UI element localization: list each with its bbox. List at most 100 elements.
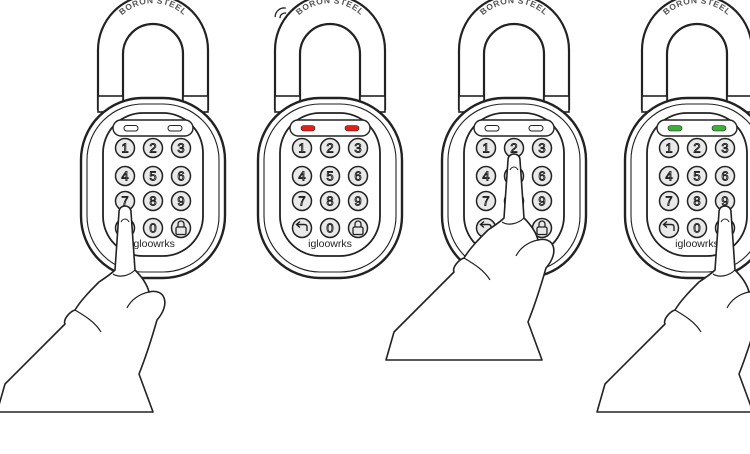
key-0: 0 <box>686 217 708 239</box>
key-digit: 8 <box>693 194 700 209</box>
padlock-icon <box>536 220 548 236</box>
key-1: 1 <box>291 137 313 159</box>
key-digit: 7 <box>482 194 489 209</box>
key-digit: 3 <box>538 141 545 156</box>
key-5: 5 <box>319 165 341 187</box>
key-3: 3 <box>714 137 736 159</box>
key-7: 7 <box>291 190 313 212</box>
padlock-icon <box>175 220 187 236</box>
key-digit: 9 <box>354 194 361 209</box>
back-arrow-icon <box>479 220 492 231</box>
led-left-off <box>484 125 500 132</box>
shackle: BORON STEEL <box>273 0 387 114</box>
key-2: 2 <box>319 137 341 159</box>
key-lock <box>347 217 369 239</box>
key-9: 9 <box>347 190 369 212</box>
key-digit: 2 <box>149 141 156 156</box>
key-2: 2 <box>686 137 708 159</box>
brand-logo: igloowrks <box>308 238 352 250</box>
key-digit: 1 <box>121 141 128 156</box>
key-6: 6 <box>347 165 369 187</box>
key-9: 9 <box>170 190 192 212</box>
led-indicator-bar <box>656 119 738 137</box>
key-digit: 1 <box>665 141 672 156</box>
key-4: 4 <box>475 165 497 187</box>
key-digit: 9 <box>721 194 728 209</box>
brand-logo: igloowrks <box>675 238 719 250</box>
key-digit: 6 <box>354 169 361 184</box>
key-7: 7 <box>475 190 497 212</box>
shackle-label: BORON STEEL <box>661 0 733 17</box>
key-6: 6 <box>531 165 553 187</box>
key-digit: 2 <box>510 141 517 156</box>
shackle: BORON STEEL <box>96 0 210 114</box>
key-digit: 8 <box>149 194 156 209</box>
key-digit: 4 <box>482 169 489 184</box>
key-digit: 5 <box>149 169 156 184</box>
led-indicator-bar <box>289 119 371 137</box>
key-digit: 6 <box>538 169 545 184</box>
key-digit: 7 <box>121 194 128 209</box>
shackle: BORON STEEL <box>640 0 750 114</box>
key-digit: 6 <box>177 169 184 184</box>
key-back <box>658 217 680 239</box>
shackle-label: BORON STEEL <box>294 0 366 17</box>
key-4: 4 <box>114 165 136 187</box>
key-3: 3 <box>531 137 553 159</box>
key-5: 5 <box>142 165 164 187</box>
key-0: 0 <box>142 217 164 239</box>
key-digit: 7 <box>298 194 305 209</box>
key-4: 4 <box>658 165 680 187</box>
shackle-label: BORON STEEL <box>117 0 189 17</box>
key-digit: 0 <box>693 221 700 236</box>
led-right-green <box>711 125 727 132</box>
key-6: 6 <box>714 165 736 187</box>
key-2: 2 <box>503 137 525 159</box>
key-back <box>291 217 313 239</box>
shackle-label: BORON STEEL <box>478 0 550 17</box>
padlock-icon <box>352 220 364 236</box>
key-8: 8 <box>319 190 341 212</box>
key-digit: 3 <box>177 141 184 156</box>
key-1: 1 <box>658 137 680 159</box>
key-digit: 1 <box>482 141 489 156</box>
brand-logo: igloowrks <box>131 238 175 250</box>
key-lock <box>531 217 553 239</box>
key-digit: 3 <box>354 141 361 156</box>
key-3: 3 <box>347 137 369 159</box>
key-3: 3 <box>170 137 192 159</box>
key-digit: 6 <box>721 169 728 184</box>
key-digit: 2 <box>693 141 700 156</box>
wireless-signal-icon <box>274 7 287 19</box>
led-indicator-bar <box>473 119 555 137</box>
key-lock <box>170 217 192 239</box>
key-digit: 9 <box>177 194 184 209</box>
key-digit: 3 <box>721 141 728 156</box>
key-9: 9 <box>714 190 736 212</box>
led-left-off <box>123 125 139 132</box>
key-digit: 0 <box>149 221 156 236</box>
led-left-red <box>300 125 316 132</box>
led-right-off <box>167 125 183 132</box>
key-1: 1 <box>114 137 136 159</box>
back-arrow-icon <box>662 220 675 231</box>
key-digit: 7 <box>665 194 672 209</box>
key-digit: 8 <box>326 194 333 209</box>
key-digit: 5 <box>693 169 700 184</box>
key-digit: 0 <box>326 221 333 236</box>
shackle: BORON STEEL <box>457 0 571 114</box>
back-arrow-icon <box>295 220 308 231</box>
key-8: 8 <box>142 190 164 212</box>
key-digit: 5 <box>326 169 333 184</box>
key-2: 2 <box>142 137 164 159</box>
